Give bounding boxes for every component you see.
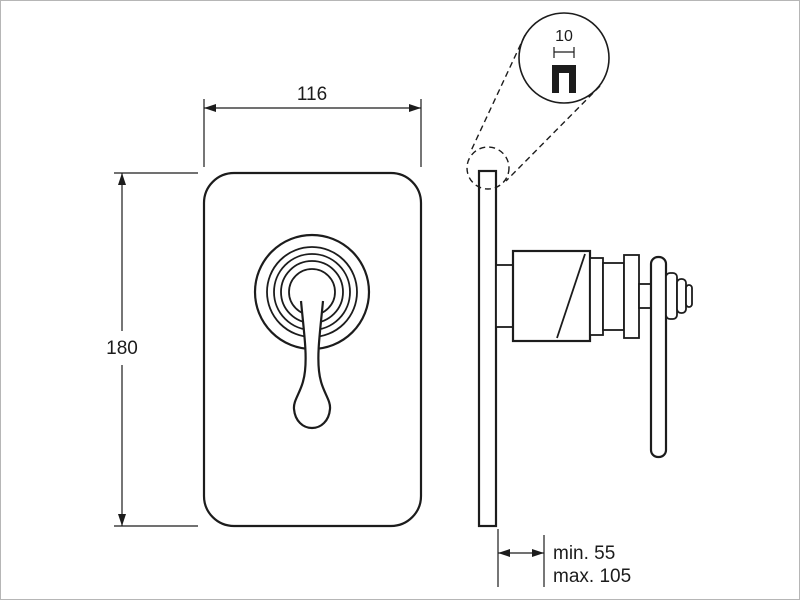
detail-callout: 10 bbox=[466, 12, 610, 190]
front-view bbox=[202, 171, 423, 528]
valve-body bbox=[511, 249, 592, 343]
escutcheon-rings bbox=[253, 233, 371, 351]
plate-edge-profile bbox=[552, 65, 576, 93]
arrow-left bbox=[204, 104, 216, 112]
dimension-height: 180 bbox=[106, 172, 198, 527]
detail-source-circle bbox=[466, 146, 510, 190]
valve-ring-3 bbox=[623, 254, 640, 339]
dimension-width: 116 bbox=[203, 84, 422, 167]
valve-ring-2 bbox=[602, 262, 625, 331]
handle-cap-2 bbox=[676, 278, 687, 314]
arrow-up bbox=[118, 173, 126, 185]
arrow-right bbox=[532, 549, 544, 557]
width-dimension-label: 116 bbox=[297, 84, 327, 105]
detail-leader-left bbox=[469, 34, 526, 154]
valve-flange bbox=[495, 264, 514, 328]
depth-max-label: max. 105 bbox=[553, 566, 631, 587]
lever-handle-side bbox=[649, 255, 668, 459]
dimension-depth: min. 55 max. 105 bbox=[497, 529, 631, 587]
detail-leader-right bbox=[505, 85, 601, 182]
lever-handle-front bbox=[292, 300, 332, 430]
handle-cap-1 bbox=[665, 272, 678, 320]
arrow-right bbox=[409, 104, 421, 112]
handle-mask bbox=[293, 301, 331, 428]
valve-ring-1 bbox=[589, 257, 604, 336]
handle-cap-3 bbox=[685, 284, 693, 308]
detail-dimension-label: 10 bbox=[555, 28, 573, 45]
arrow-left bbox=[498, 549, 510, 557]
depth-min-label: min. 55 bbox=[553, 543, 615, 564]
detail-magnifier-circle bbox=[518, 12, 610, 104]
side-view bbox=[477, 169, 693, 528]
height-dimension-label: 180 bbox=[106, 338, 138, 359]
handle-stem bbox=[638, 283, 652, 309]
side-plate bbox=[477, 169, 498, 528]
arrow-down bbox=[118, 514, 126, 526]
handle-outline bbox=[292, 300, 332, 430]
valve-body-chamfer-line bbox=[556, 253, 586, 339]
